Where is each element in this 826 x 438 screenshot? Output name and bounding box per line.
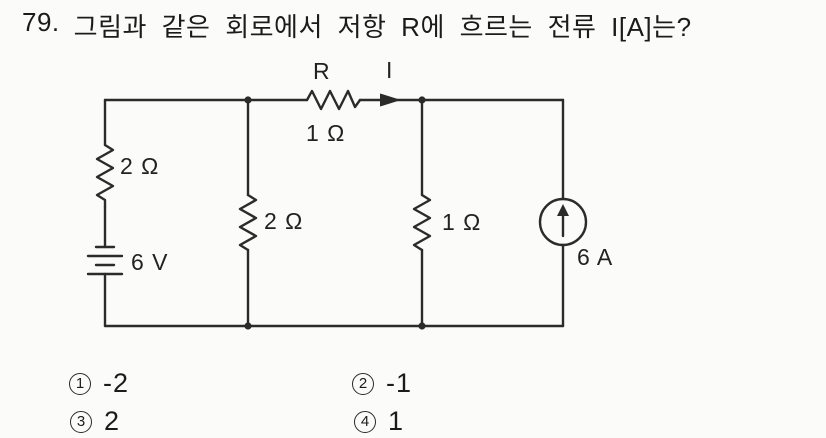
label-battery-voltage: 6 V	[131, 249, 169, 275]
label-middle-resistor: 2 Ω	[264, 208, 304, 234]
option-4-value: 1	[388, 406, 405, 436]
label-R-value: 1 Ω	[306, 120, 346, 146]
option-1-marker-icon: 1	[69, 372, 91, 395]
option-4: 4 1	[354, 406, 404, 437]
option-1: 1 -2	[69, 368, 129, 399]
option-2-marker-icon: 2	[352, 372, 374, 395]
resistor-R-icon	[305, 89, 362, 111]
junction-dot	[244, 322, 252, 330]
label-current-source: 6 A	[577, 244, 614, 270]
question-number: 79.	[22, 7, 60, 37]
option-3-value: 2	[104, 406, 121, 436]
junction-dot	[244, 96, 252, 104]
option-2: 2 -1	[352, 368, 412, 399]
option-2-value: -1	[386, 368, 413, 398]
current-direction-arrow-icon	[380, 93, 401, 107]
label-current-I: I	[386, 57, 394, 83]
question-text: 그림과 같은 회로에서 저항 R에 흐르는 전류 I[A]는?	[73, 12, 692, 42]
junction-dot	[418, 322, 426, 330]
resistor-2ohm-left-icon	[95, 143, 115, 209]
current-source-arrowhead	[557, 204, 569, 216]
option-4-marker-icon: 4	[354, 410, 376, 433]
resistor-1ohm-right-icon	[412, 193, 432, 252]
option-1-value: -2	[103, 368, 130, 398]
question-title: 79. 그림과 같은 회로에서 저항 R에 흐르는 전류 I[A]는?	[22, 7, 692, 44]
label-resistor-R: R	[313, 58, 331, 84]
battery-icon	[86, 245, 124, 276]
option-3-marker-icon: 3	[70, 410, 92, 433]
label-right-resistor: 1 Ω	[442, 209, 482, 235]
junction-dot	[418, 96, 426, 104]
resistor-2ohm-middle-icon	[238, 193, 258, 252]
label-left-resistor: 2 Ω	[120, 153, 160, 179]
option-3: 3 2	[70, 406, 120, 437]
